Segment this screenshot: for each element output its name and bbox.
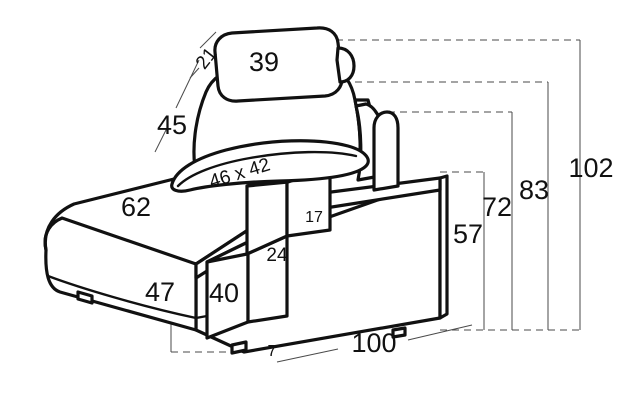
label-45: 45 (157, 110, 187, 140)
dim-line-100-left (276, 348, 339, 363)
foot-right (391, 326, 407, 339)
dim-line-45-lower (154, 127, 168, 153)
headrest-side-tab (335, 46, 356, 84)
arm-post (372, 110, 400, 192)
label-100: 100 (351, 328, 396, 358)
label-72: 72 (482, 192, 512, 222)
foot-left (76, 290, 94, 305)
label-47: 47 (145, 277, 175, 307)
chaise-crease-link (194, 314, 209, 320)
back-cushion (170, 139, 370, 193)
dimension-labels: 21 39 45 46 x 42 62 17 24 40 47 7 100 57… (121, 44, 614, 360)
label-7: 7 (268, 343, 277, 360)
label-17: 17 (305, 209, 323, 226)
dim-line-100-right (407, 324, 473, 341)
chaise-front-crease (46, 274, 198, 320)
label-57: 57 (453, 219, 483, 249)
label-24: 24 (266, 245, 288, 266)
foot-front (230, 340, 248, 355)
label-102: 102 (568, 153, 613, 183)
back-cushion-crease (176, 150, 358, 188)
furniture-outline (43, 26, 449, 355)
label-62: 62 (121, 192, 151, 222)
dim-line-45-upper (175, 59, 200, 109)
label-39: 39 (249, 47, 279, 77)
dim-line-21-upper (199, 31, 217, 49)
label-83: 83 (519, 175, 549, 205)
base-block-right (438, 174, 449, 320)
label-40: 40 (209, 278, 239, 308)
